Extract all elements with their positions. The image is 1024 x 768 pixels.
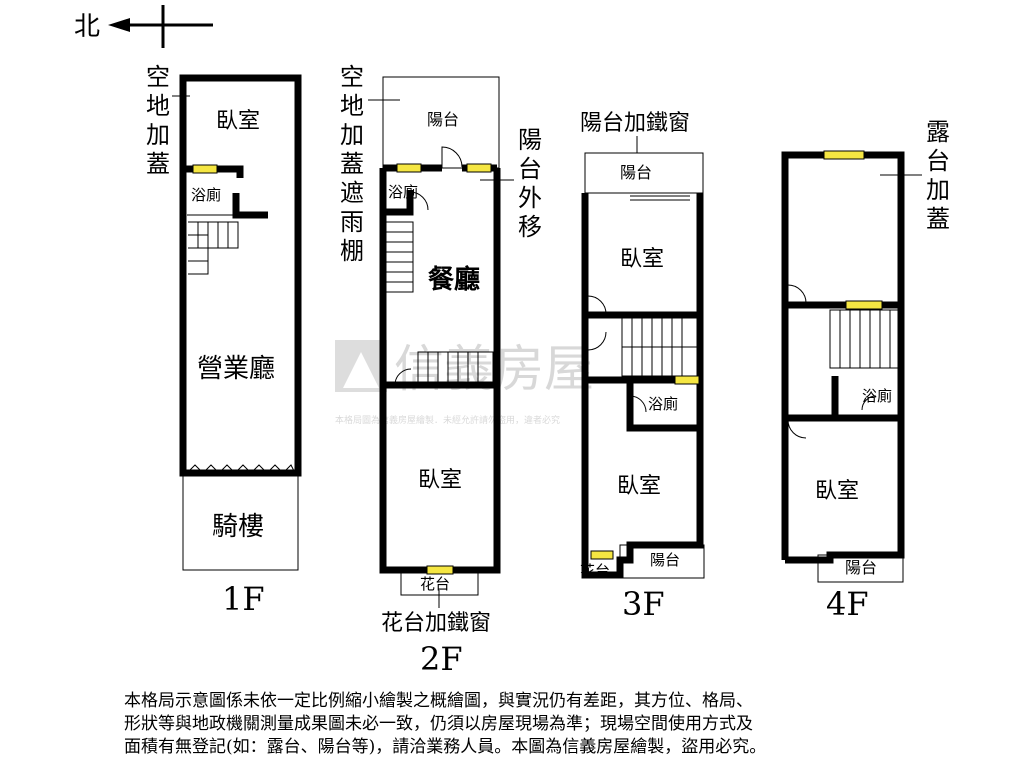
svg-text:空: 空 xyxy=(340,63,364,91)
svg-text:空: 空 xyxy=(146,63,170,91)
svg-text:地: 地 xyxy=(340,92,364,120)
svg-text:加: 加 xyxy=(146,121,170,149)
room-label-bedroom: 臥室 xyxy=(815,479,859,504)
window-icon xyxy=(426,565,454,575)
window-icon xyxy=(396,163,422,173)
window-icon xyxy=(590,550,614,560)
room-label-planter: 花台 xyxy=(580,562,610,580)
svg-text:露: 露 xyxy=(926,118,950,146)
staircase-icon xyxy=(621,317,698,377)
watermark-logo-icon xyxy=(335,340,387,392)
door-icon xyxy=(787,284,807,304)
svg-text:蓋: 蓋 xyxy=(146,150,170,178)
window-icon xyxy=(845,300,883,310)
room-label-balcony-bottom: 陽台 xyxy=(650,551,680,569)
folding-door-icon xyxy=(186,464,296,474)
svg-text:地: 地 xyxy=(146,92,170,120)
door-icon xyxy=(587,295,607,315)
disclaimer-line-3: 面積有無登記(如：露台、陽台等)，請洽業務人員。本圖為信義房屋繪製，盜用必究。 xyxy=(124,737,767,757)
floor-2f: 陽台 浴廁 餐廳 臥室 花台 空 地 加 蓋 遮 雨 棚 陽 台 外 移 花台加… xyxy=(340,63,542,678)
svg-text:雨: 雨 xyxy=(340,208,364,236)
door-icon xyxy=(394,368,412,386)
svg-text:台: 台 xyxy=(926,147,950,175)
room-label-balcony-top: 陽台 xyxy=(620,163,652,182)
room-label-bath: 浴廁 xyxy=(191,186,221,204)
window-icon xyxy=(192,164,218,174)
svg-text:蓋: 蓋 xyxy=(340,150,364,178)
room-label-arcade: 騎樓 xyxy=(212,512,264,542)
compass-north-label: 北 xyxy=(74,12,100,42)
svg-text:加: 加 xyxy=(926,176,950,204)
room-label-bath: 浴廁 xyxy=(862,387,892,405)
room-label-bedroom-bottom: 臥室 xyxy=(617,474,661,499)
floor-label-4f: 4F xyxy=(826,585,869,623)
svg-text:加: 加 xyxy=(340,121,364,149)
room-label-bedroom: 臥室 xyxy=(418,468,462,493)
svg-text:遮: 遮 xyxy=(340,179,364,207)
note-terrace-addition: 露 台 加 蓋 xyxy=(880,118,950,233)
staircase-icon xyxy=(385,221,494,383)
svg-text:蓋: 蓋 xyxy=(926,205,950,233)
staircase-icon xyxy=(829,309,899,369)
floor-label-3f: 3F xyxy=(622,585,665,623)
door-icon xyxy=(629,395,647,413)
room-label-bedroom: 臥室 xyxy=(216,109,260,134)
note-balcony-iron-window: 陽台加鐵窗 xyxy=(580,111,690,136)
svg-text:外: 外 xyxy=(518,184,542,212)
compass: 北 xyxy=(74,5,213,48)
room-label-bedroom-top: 臥室 xyxy=(620,247,664,272)
floor-label-1f: 1F xyxy=(222,580,265,618)
note-planter-iron-window: 花台加鐵窗 xyxy=(381,611,491,636)
svg-text:棚: 棚 xyxy=(340,237,364,265)
note-vacant-land-addition: 空 地 加 蓋 xyxy=(146,63,190,178)
svg-text:移: 移 xyxy=(518,213,542,241)
room-label-balcony: 陽台 xyxy=(845,558,877,577)
floor-label-2f: 2F xyxy=(420,640,463,678)
window-icon xyxy=(674,375,700,385)
floor-4f: 浴廁 臥室 陽台 露 台 加 蓋 4F xyxy=(781,118,950,623)
staircase-icon xyxy=(188,221,239,275)
balcony-bottom-area xyxy=(619,544,705,579)
window-icon xyxy=(823,150,865,160)
room-label-planter: 花台 xyxy=(420,575,450,593)
disclaimer: 本格局示意圖係未依一定比例縮小繪製之概繪圖，與實況仍有差距，其方位、格局、 形狀… xyxy=(124,690,924,759)
room-label-balcony: 陽台 xyxy=(427,110,459,129)
disclaimer-line-1: 本格局示意圖係未依一定比例縮小繪製之概繪圖，與實況仍有差距，其方位、格局、 xyxy=(124,691,753,711)
room-label-business-hall: 營業廳 xyxy=(197,354,275,384)
watermark-notice: 本格局圖為信義房屋繪製．未經允許請勿盜用，違者必究 xyxy=(335,414,560,426)
balcony-area xyxy=(817,554,904,583)
door-icon xyxy=(787,419,807,439)
floor-3f: 陽台 臥室 浴廁 臥室 陽台 花台 陽台加鐵窗 3F xyxy=(580,111,705,623)
room-label-bath: 浴廁 xyxy=(648,395,678,413)
door-icon xyxy=(441,146,463,168)
note-vacant-land-canopy: 空 地 加 蓋 遮 雨 棚 xyxy=(340,63,400,265)
north-arrow-icon xyxy=(108,18,130,32)
room-label-dining: 餐廳 xyxy=(428,264,480,295)
floor-1f: 臥室 浴廁 營業廳 騎樓 空 地 加 蓋 1F xyxy=(146,63,302,618)
floor-1f-outline xyxy=(179,74,302,477)
svg-text:陽: 陽 xyxy=(518,126,542,154)
door-icon xyxy=(409,191,429,211)
arcade-area xyxy=(182,475,299,571)
note-balcony-moved-out: 陽 台 外 移 xyxy=(480,126,542,241)
window-icon xyxy=(466,163,492,173)
door-icon xyxy=(587,331,607,351)
door-icon xyxy=(861,395,877,411)
room-label-bath: 浴廁 xyxy=(388,183,418,201)
balcony-top-area xyxy=(584,152,704,194)
disclaimer-line-2: 形狀等與地政機關測量成果圖未必一致，仍須以房屋現場為準；現場空間使用方式及 xyxy=(124,714,753,734)
svg-text:台: 台 xyxy=(518,155,542,183)
watermark: 信義房屋 本格局圖為信義房屋繪製．未經允許請勿盜用，違者必究 xyxy=(335,340,594,426)
